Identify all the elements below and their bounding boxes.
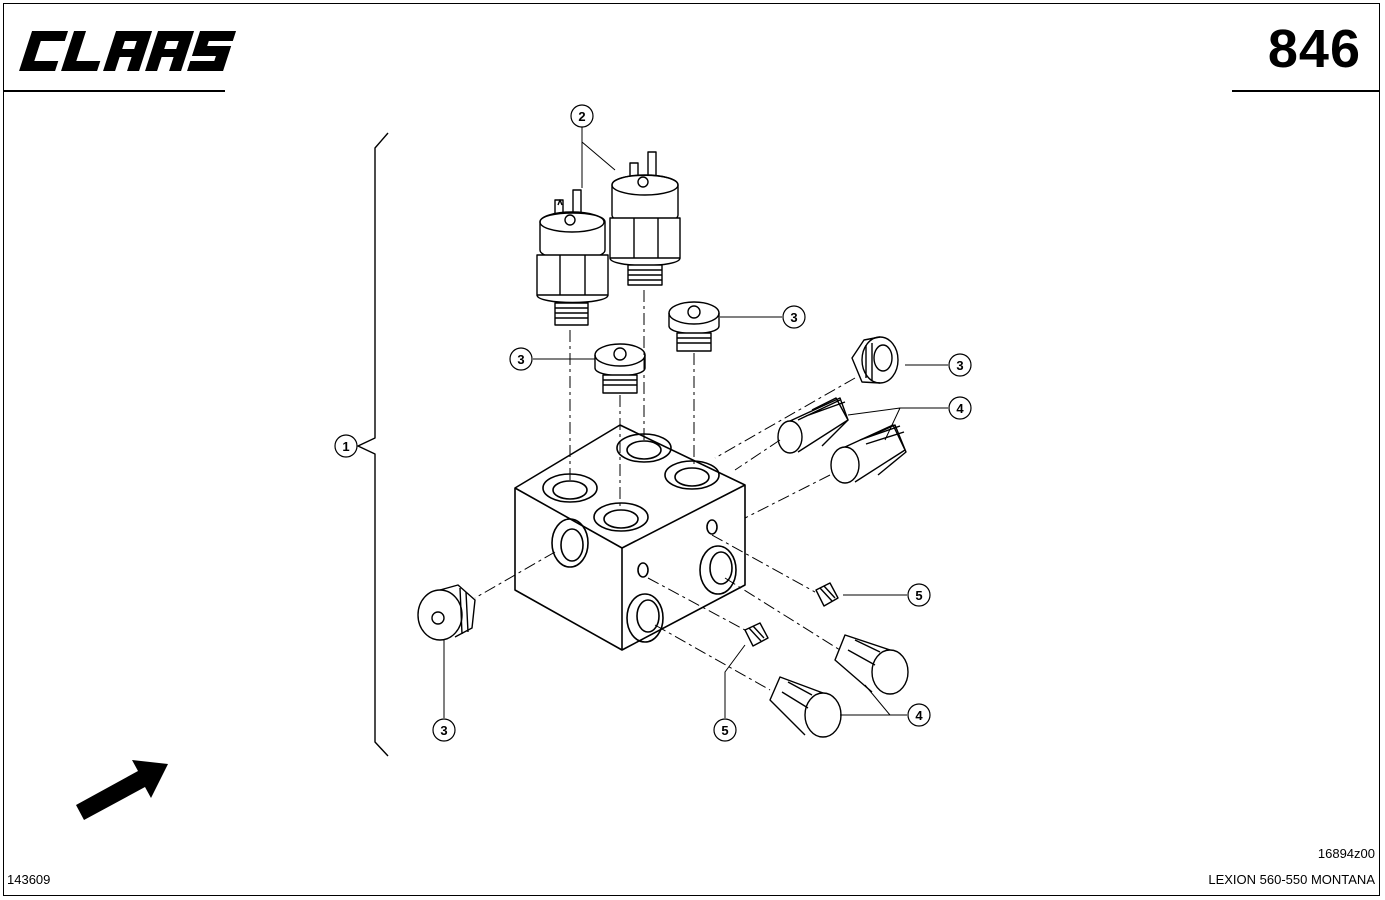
callout-3-top-right: 3 — [782, 305, 806, 329]
callout-label: 2 — [578, 109, 585, 124]
callout-label: 5 — [721, 723, 728, 738]
plug-right — [851, 336, 899, 384]
callout-2: 2 — [570, 104, 594, 128]
callout-label: 3 — [440, 723, 447, 738]
fitting-lower-1 — [834, 634, 909, 695]
page-number: 846 — [1267, 19, 1361, 79]
callout-3-bottom: 3 — [432, 718, 456, 742]
model-name: LEXION 560-550 MONTANA — [1208, 872, 1375, 887]
pressure-switch-right — [609, 151, 681, 286]
callout-3-right: 3 — [948, 353, 972, 377]
document-number: 143609 — [7, 872, 51, 887]
arrow-up-right-icon — [76, 760, 168, 820]
callout-label: 3 — [517, 352, 524, 367]
page-frame — [3, 3, 1380, 896]
figure-code: 16894z00 — [1317, 846, 1375, 861]
grub-screw-lower — [744, 622, 769, 647]
grub-screw-right — [815, 582, 839, 607]
callout-4-lower: 4 — [907, 703, 931, 727]
callout-4-upper: 4 — [948, 396, 972, 420]
plug-left — [417, 584, 476, 641]
callout-label: 5 — [915, 588, 922, 603]
callout-5-right: 5 — [907, 583, 931, 607]
claas-logo — [16, 25, 237, 77]
page-number-underline — [1232, 90, 1380, 92]
callout-3-top-left: 3 — [509, 347, 533, 371]
callout-1: 1 — [334, 434, 358, 458]
pressure-switch-left — [536, 189, 609, 326]
plug-top-center — [594, 343, 646, 394]
fitting-lower-2 — [769, 676, 842, 738]
fitting-upper-1 — [777, 397, 849, 454]
callout-label: 4 — [915, 708, 923, 723]
plug-top-right — [668, 301, 720, 352]
logo-underline — [3, 90, 225, 92]
callout-label: 3 — [790, 310, 797, 325]
callout-5-bottom: 5 — [713, 718, 737, 742]
assembly-bracket — [357, 132, 389, 757]
callout-label: 4 — [956, 401, 964, 416]
fitting-upper-2 — [830, 424, 907, 484]
callout-label: 1 — [342, 439, 349, 454]
valve-block — [514, 424, 746, 651]
callout-label: 3 — [956, 358, 963, 373]
